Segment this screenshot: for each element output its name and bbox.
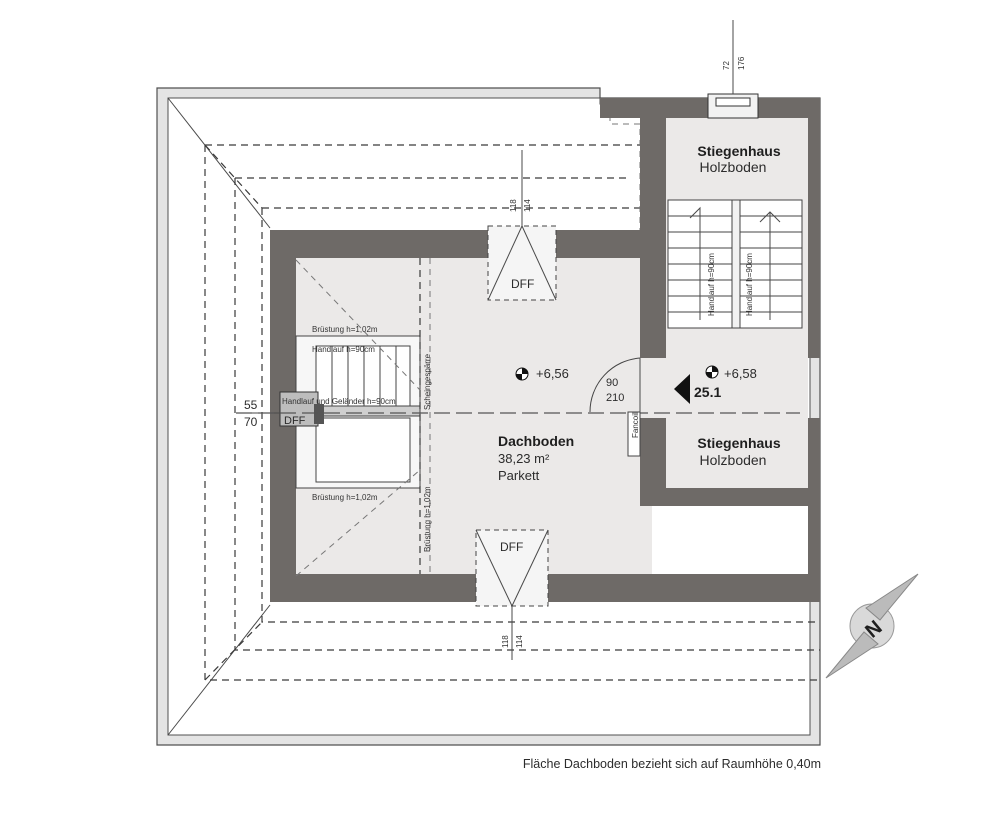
section-marker-label: 25.1: [694, 384, 721, 400]
handlauf-right-1: Handlauf h=90cm: [707, 253, 716, 316]
stiegenhaus-bottom-floor: Holzboden: [700, 452, 767, 468]
window-top-label: DFF: [511, 277, 534, 291]
bruestung-top-label: Brüstung h=1,02m: [312, 325, 378, 334]
stiegenhaus-top-name: Stiegenhaus: [697, 143, 780, 159]
window-left-dim1: 55: [244, 398, 258, 412]
handlauf-right-2: Handlauf h=90cm: [745, 253, 754, 316]
handlauf-gelaender-label: Handlauf und Geländer h=90cm: [282, 397, 396, 406]
door-width: 90: [606, 377, 618, 389]
level-marker-stiegenhaus: [705, 365, 719, 379]
window-left-label: DFF: [284, 415, 306, 427]
footnote: Fläche Dachboden bezieht sich auf Raumhö…: [523, 757, 821, 771]
scheingesparre-label: Scheingespärre: [423, 353, 432, 410]
chimney: [707, 20, 759, 119]
level-marker-dachboden: [515, 367, 529, 381]
dachboden-floor-type: Parkett: [498, 468, 540, 483]
door: [589, 357, 641, 457]
window-top: [487, 150, 557, 301]
chimney-dim2: 176: [737, 56, 746, 70]
window-top-dim2: 114: [523, 199, 532, 212]
chimney-dim1: 72: [722, 61, 731, 70]
bruestung-bottom-label: Brüstung h=1,02m: [312, 493, 378, 502]
door-height: 210: [606, 392, 624, 404]
dachboden-area: 38,23 m²: [498, 451, 550, 466]
dachboden-name: Dachboden: [498, 433, 574, 449]
window-top-dim1: 118: [509, 199, 518, 212]
window-left-dim2: 70: [244, 415, 258, 429]
dachboden-level: +6,56: [536, 366, 569, 381]
left-stair: [295, 258, 431, 577]
stairwell-stairs: [667, 199, 803, 329]
window-bottom: [475, 529, 549, 660]
window-bottom-label: DFF: [500, 540, 523, 554]
stiegenhaus-bottom-name: Stiegenhaus: [697, 435, 780, 451]
stiegenhaus-level: +6,58: [724, 366, 757, 381]
stiegenhaus-top-floor: Holzboden: [700, 159, 767, 175]
fancoil-label: Fancoil: [631, 412, 640, 438]
handlauf-label: Handlauf h=90cm: [312, 345, 375, 354]
window-bottom-dim2: 114: [515, 635, 524, 648]
bruestung-vertical-label: Brüstung h=1,02m: [423, 486, 432, 552]
section-marker-arrow: [674, 374, 690, 404]
window-bottom-dim1: 118: [501, 635, 510, 648]
north-arrow-icon: [825, 573, 919, 679]
